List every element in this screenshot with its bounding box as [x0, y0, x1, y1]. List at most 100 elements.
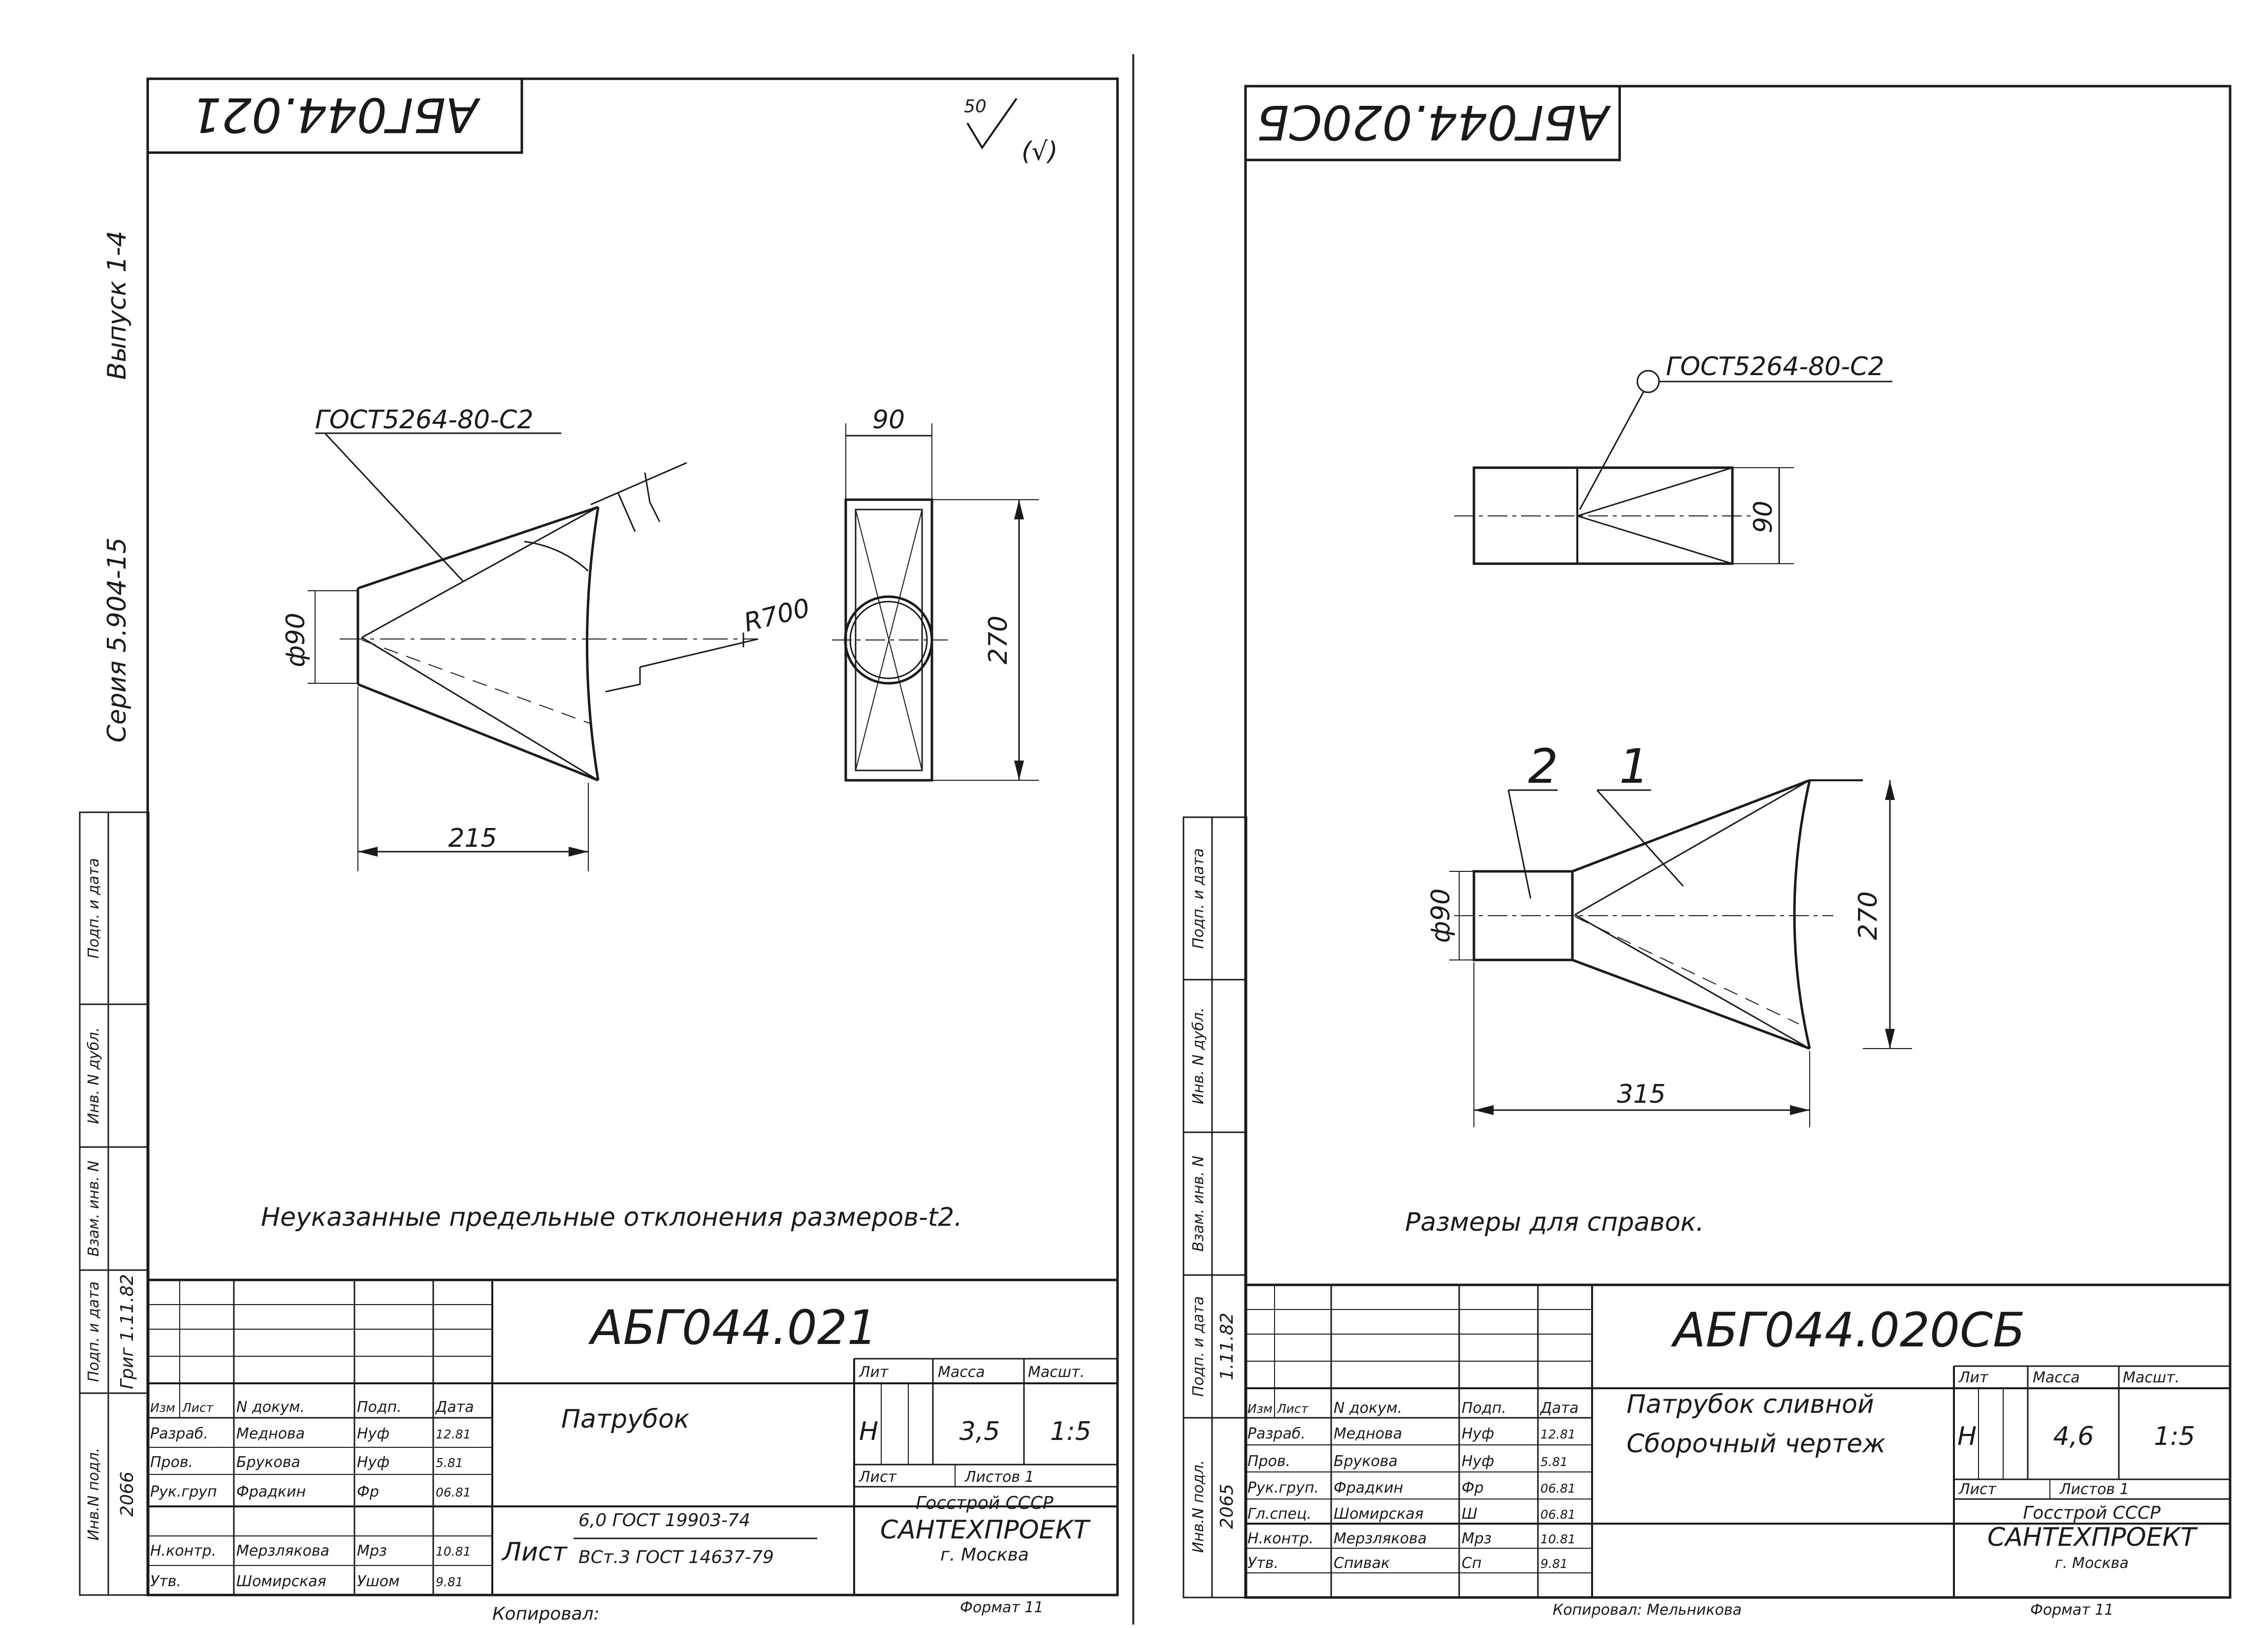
tb-part-name: Патрубок: [561, 1405, 690, 1434]
callout-1: 1: [1619, 739, 1649, 794]
side-series: Серия 5.904-15: [102, 538, 132, 743]
tb-material-bottom: ВСт.3 ГОСТ 14637-79: [578, 1547, 774, 1567]
tb-row-sign: Нуф: [357, 1454, 389, 1471]
dim-length: 315: [1617, 1080, 1665, 1109]
roughness-mark: (√): [1022, 137, 1058, 166]
tb-h-change: Изм: [150, 1401, 175, 1415]
tb-row-date: 9.81: [436, 1575, 463, 1589]
tb-row-sign: Сп: [1462, 1555, 1482, 1572]
roughness-value: 50: [964, 96, 987, 117]
code-stamp: АБГ044.020СБ: [1257, 95, 1612, 150]
tb-org-line2: САНТЕХПРОЕКТ: [880, 1515, 1091, 1545]
tb-row-role: Рук.груп.: [1247, 1479, 1319, 1497]
tb-org-line1: Госстрой СССР: [2023, 1503, 2161, 1523]
tb-h-sheet: Лист: [182, 1401, 214, 1415]
tb-row-role: Н.контр.: [150, 1542, 216, 1560]
tb-row-date: 10.81: [1540, 1532, 1576, 1546]
sheet-frame: [1244, 85, 2232, 1599]
tb-org-line3: г. Москва: [2055, 1555, 2129, 1572]
side-label-2: Подп. и дата: [85, 1281, 102, 1382]
tb-h-sign: Подп.: [1462, 1400, 1506, 1417]
tb-row-sign: Ушом: [357, 1573, 400, 1590]
drawing-right-svg: АБГ044.020СБ Инв.N подл. Подп. и дата Вз…: [1182, 85, 2232, 1619]
tb-part-name-1: Патрубок сливной: [1627, 1390, 1874, 1419]
tb-row-role: Пров.: [150, 1454, 193, 1471]
side-label-4: Инв. N дубл.: [1190, 1008, 1207, 1105]
tb-row-person: Спивак: [1334, 1555, 1390, 1572]
side-value-2: Григ 1.11.82: [117, 1274, 137, 1389]
code-stamp-box: [146, 77, 523, 154]
nozzle-side-view: [308, 432, 759, 871]
tb-rows: Разраб. Меднова Нуф 12.81 Пров. Брукова …: [150, 1425, 471, 1590]
tolerance-note: Неуказанные предельные отклонения размер…: [261, 1203, 962, 1232]
weld-standard-label: ГОСТ5264-80-С2: [315, 405, 533, 435]
side-label-5: Подп. и дата: [85, 858, 102, 958]
sheet-divider: [1132, 54, 1134, 1625]
nozzle-end-view: [832, 423, 1039, 782]
tb-row-sign: Нуф: [1462, 1453, 1494, 1470]
side-strip: Инв.N подл. Подп. и дата Взам. инв. N Ин…: [1182, 816, 1247, 1598]
side-label-1: Инв.N подл.: [85, 1448, 102, 1541]
format-label: Формат 11: [2030, 1601, 2113, 1619]
tb-row-role: Гл.спец.: [1247, 1505, 1311, 1523]
tb-rows: Разраб. Меднова Нуф 12.81 Пров. Брукова …: [1247, 1425, 1576, 1572]
tb-designation: АБГ044.020СБ: [1670, 1303, 2025, 1358]
tb-material-top: 6,0 ГОСТ 19903-74: [578, 1510, 750, 1531]
tb-row-date: 12.81: [436, 1427, 471, 1441]
roughness-symbol: 50 (√): [964, 96, 1058, 166]
tb-mass-value: 4,6: [2053, 1422, 2094, 1451]
code-stamp-box: [1244, 85, 1621, 161]
tb-row-role: Разраб.: [150, 1425, 208, 1442]
tb-h-sheet: Лист: [1277, 1402, 1309, 1416]
code-stamp: АБГ044.021: [192, 87, 481, 142]
dim-top-width: 90: [1749, 501, 1778, 533]
assembly-side-view: [1449, 779, 1912, 1127]
tb-row-role: Утв.: [150, 1573, 181, 1590]
tb-sheet-label: Лист: [859, 1468, 897, 1486]
tb-mass-label: Масса: [938, 1364, 985, 1381]
tb-row-date: 12.81: [1540, 1427, 1576, 1441]
tb-part-name-2: Сборочный чертеж: [1627, 1429, 1885, 1459]
tb-h-date: Дата: [435, 1399, 474, 1416]
tb-sheets-label: Листов 1: [2059, 1481, 2129, 1498]
side-label-1: Инв.N подл.: [1190, 1460, 1207, 1553]
tb-row-sign: Мрз: [1462, 1530, 1492, 1547]
side-value-1: 2066: [117, 1471, 137, 1517]
tb-row-sign: Ш: [1462, 1505, 1477, 1523]
tb-material-prefix: Лист: [501, 1537, 568, 1567]
tb-org-line2: САНТЕХПРОЕКТ: [1987, 1523, 2198, 1552]
tb-lit-label: Лит: [1958, 1369, 1989, 1386]
tb-row-person: Фрадкин: [236, 1483, 306, 1500]
assembly-top-view: [1454, 370, 1892, 565]
side-label-2: Подп. и дата: [1190, 1296, 1207, 1397]
tb-org-line1: Госстрой СССР: [916, 1493, 1054, 1513]
tb-row-person: Шомирская: [236, 1573, 326, 1590]
title-block: [1244, 1283, 2232, 1599]
tb-sheet-label: Лист: [1958, 1481, 1997, 1498]
side-label-4: Инв. N дубл.: [85, 1027, 102, 1124]
tb-row-person: Фрадкин: [1334, 1479, 1403, 1497]
dim-diameter: ф90: [281, 613, 311, 668]
tb-row-role: Утв.: [1247, 1555, 1278, 1572]
tb-scale-label: Масшт.: [1028, 1364, 1085, 1381]
tb-h-doc: N докум.: [1334, 1400, 1402, 1417]
tb-h-date: Дата: [1539, 1400, 1579, 1417]
dim-radius: R700: [741, 593, 813, 638]
tb-h-sign: Подп.: [357, 1399, 402, 1416]
dim-height: 270: [984, 615, 1013, 664]
tb-row-role: Рук.груп: [150, 1483, 217, 1500]
tb-row-sign: Нуф: [357, 1425, 389, 1442]
drawing-sheet-right: АБГ044.020СБ Инв.N подл. Подп. и дата Вз…: [1134, 0, 2268, 1628]
side-strip: Инв.N подл. Подп. и дата Взам. инв. N Ин…: [79, 811, 150, 1596]
dim-length: 215: [448, 824, 497, 853]
copied-by: Копировал:: [492, 1604, 600, 1624]
side-label-3: Взам. инв. N: [1190, 1156, 1207, 1252]
tb-row-sign: Фр: [357, 1483, 379, 1500]
side-label-3: Взам. инв. N: [85, 1161, 102, 1257]
tb-row-role: Н.контр.: [1247, 1530, 1313, 1547]
tb-row-person: Меднова: [1334, 1425, 1402, 1442]
tb-row-role: Разраб.: [1247, 1425, 1306, 1442]
dim-height: 270: [1853, 891, 1883, 940]
copied-by: Копировал: Мельникова: [1553, 1601, 1742, 1619]
tb-row-person: Брукова: [236, 1454, 300, 1471]
